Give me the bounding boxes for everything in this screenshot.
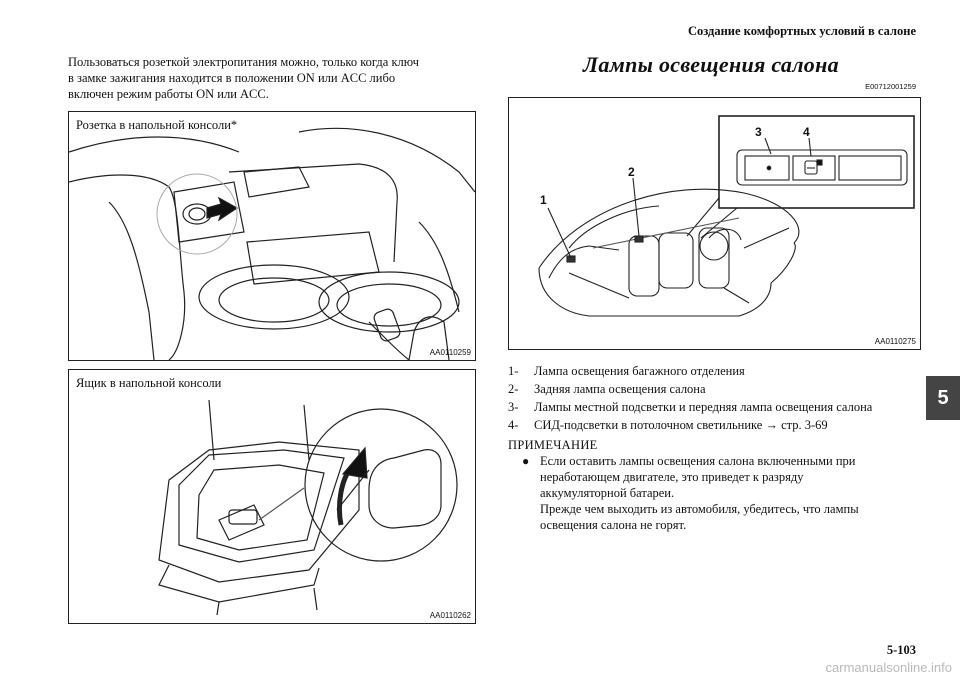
page-number: 5-103 <box>886 643 916 657</box>
watermark: carmanualsonline.info <box>825 660 952 675</box>
note-line: аккумуляторной батареи. <box>540 486 675 500</box>
legend-item: 1- Лампа освещения багажного отделения <box>508 362 928 380</box>
lamps-figure: 1 2 3 4 AA0110275 <box>508 97 921 350</box>
note-line: освещения салона не горят. <box>540 518 687 532</box>
socket-illustration <box>69 127 475 360</box>
legend-number: 4- <box>508 418 519 432</box>
box-figure-id: AA0110262 <box>429 611 471 620</box>
legend-text: Лампы местной подсветки и передняя лампа… <box>534 400 873 414</box>
box-figure: Ящик в напольной консоли AA0110262 <box>68 369 476 624</box>
note-line: Если оставить лампы освещения салона вкл… <box>540 454 856 468</box>
legend-item: 3- Лампы местной подсветки и передняя ла… <box>508 398 928 416</box>
socket-figure: Розетка в напольной консоли* AA0110259 <box>68 111 476 361</box>
box-illustration <box>158 399 458 616</box>
note-text: Если оставить лампы освещения салона вкл… <box>540 453 859 533</box>
note-heading: ПРИМЕЧАНИЕ <box>508 438 598 452</box>
intro-line: включен режим работы ON или ACC. <box>68 87 269 101</box>
callout-3: 3 <box>755 125 762 139</box>
legend-text: Лампа освещения багажного отделения <box>534 364 745 378</box>
callout-4: 4 <box>803 125 810 139</box>
intro-paragraph: Пользоваться розеткой электропитания мож… <box>68 54 468 102</box>
note-bullet: ● <box>522 454 530 468</box>
callout-1: 1 <box>540 193 547 207</box>
socket-figure-id: AA0110259 <box>429 348 471 357</box>
section-code: E00712001259 <box>865 82 916 91</box>
legend-text: СИД-подсветки в потолочном светильнике →… <box>534 418 828 432</box>
chapter-tab: 5 <box>926 376 960 420</box>
running-header: Создание комфортных условий в салоне <box>687 24 916 38</box>
legend-item: 4- СИД-подсветки в потолочном светильник… <box>508 416 928 434</box>
note-line: неработающем двигателе, это приведет к р… <box>540 470 804 484</box>
legend-text: Задняя лампа освещения салона <box>534 382 706 396</box>
legend-item: 2- Задняя лампа освещения салона <box>508 380 928 398</box>
legend-number: 2- <box>508 382 519 396</box>
lamps-figure-id: AA0110275 <box>874 337 916 346</box>
socket-figure-caption: Розетка в напольной консоли* <box>76 118 238 132</box>
intro-line: в замке зажигания находится в положении … <box>68 71 396 85</box>
section-title: Лампы освещения салона <box>583 52 839 77</box>
legend-number: 1- <box>508 364 519 378</box>
intro-line: Пользоваться розеткой электропитания мож… <box>68 55 419 69</box>
callout-legend: 1- Лампа освещения багажного отделения 2… <box>508 362 928 434</box>
callout-2: 2 <box>628 165 635 179</box>
car-interior-illustration <box>538 115 915 317</box>
box-figure-caption: Ящик в напольной консоли <box>76 376 222 390</box>
legend-number: 3- <box>508 400 519 414</box>
note-line: Прежде чем выходить из автомобиля, убеди… <box>540 502 859 516</box>
